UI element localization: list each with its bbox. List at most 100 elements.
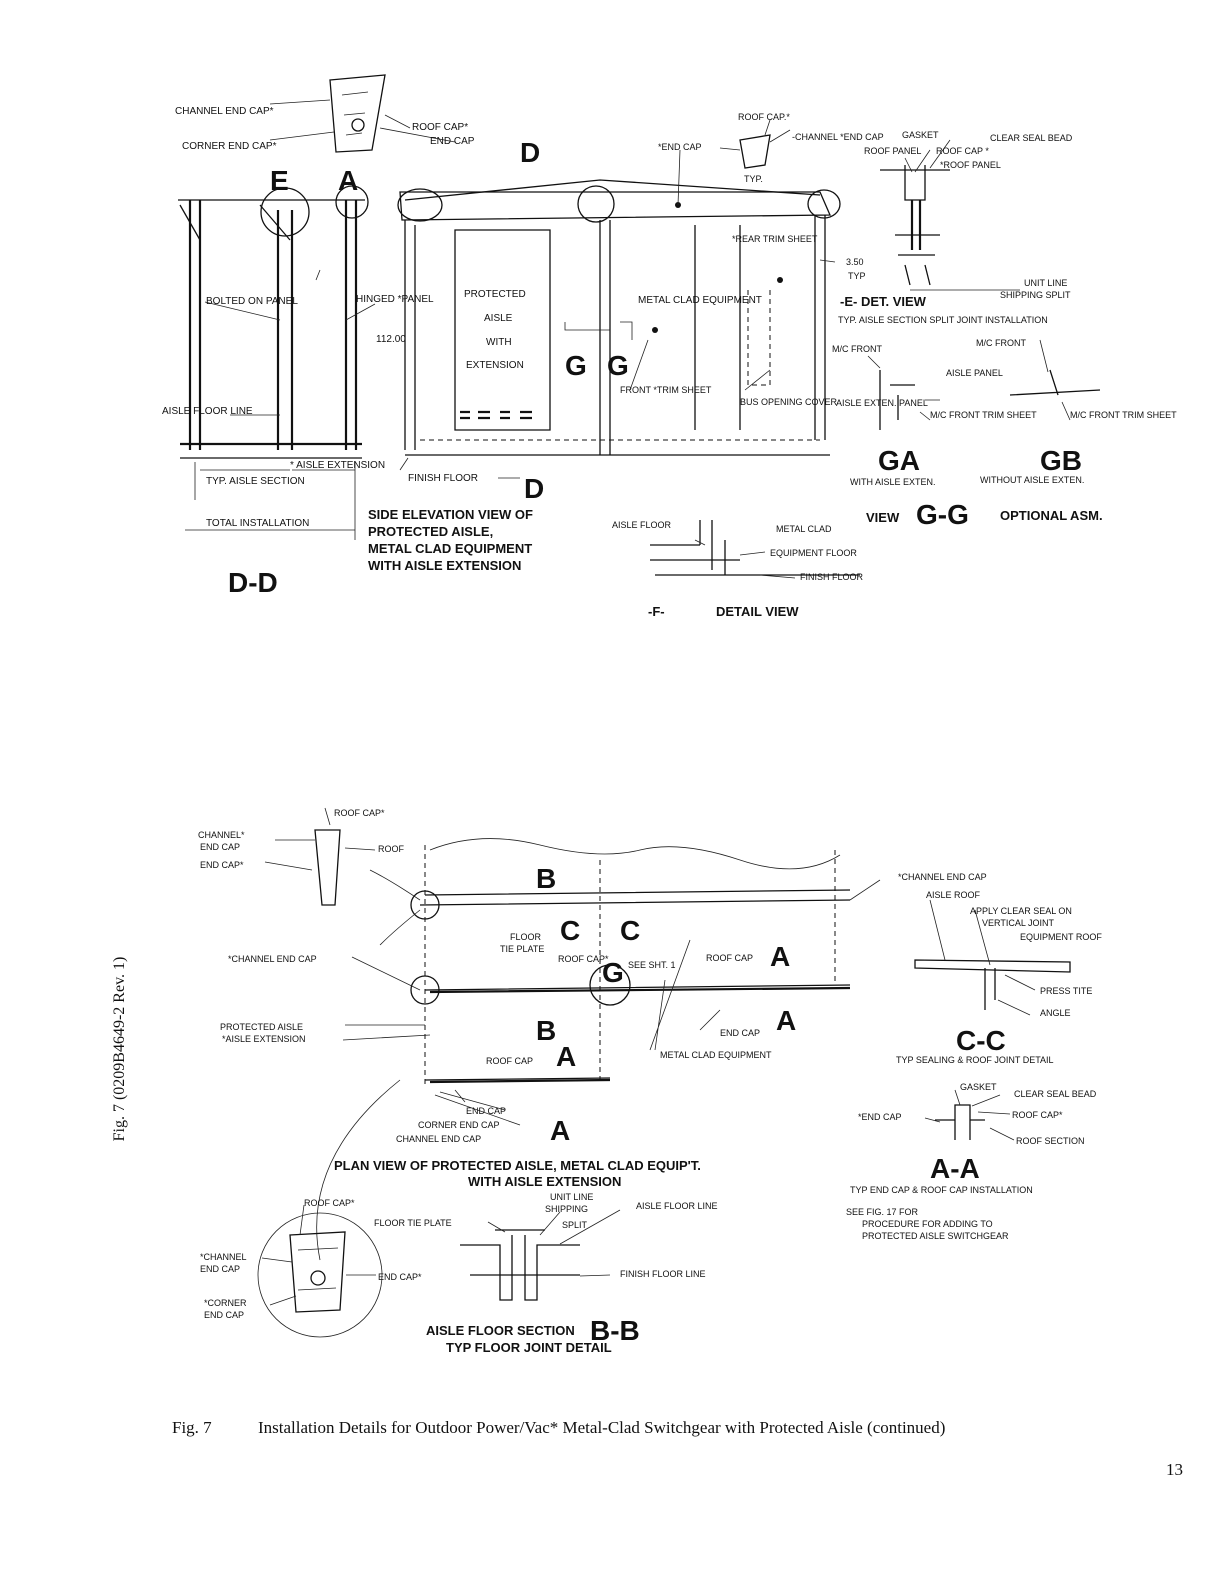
aa-title: A-A [930, 1153, 980, 1184]
roof-panel2-label: *ROOF PANEL [940, 160, 1001, 170]
bb-floor-tie-plate: FLOOR TIE PLATE [374, 1218, 452, 1228]
finish-floor-f-label: FINISH FLOOR [800, 572, 864, 582]
plan-protected-aisle: PROTECTED AISLE [220, 1022, 303, 1032]
aa-end-cap: *END CAP [858, 1112, 902, 1122]
aisle-extension-label: * AISLE EXTENSION [290, 460, 385, 471]
bolted-on-panel-label: BOLTED ON PANEL [206, 296, 298, 307]
bb-corner-2: END CAP [204, 1310, 244, 1320]
plan-marker-a-3: A [556, 1041, 576, 1072]
roof-cap-star-label: ROOF CAP * [936, 146, 989, 156]
front-trim-sheet-label: FRONT *TRIM SHEET [620, 385, 712, 395]
figure-caption-text: Installation Details for Outdoor Power/V… [258, 1418, 946, 1437]
cc-aisle-roof: AISLE ROOF [926, 890, 981, 900]
bb-channel-2: END CAP [200, 1264, 240, 1274]
aa-note-1: SEE FIG. 17 FOR [846, 1207, 919, 1217]
gb-label: GB [1040, 445, 1082, 476]
plan-see-sht: SEE SHT. 1 [628, 960, 676, 970]
with-ext-label: WITH AISLE EXTEN. [850, 477, 936, 487]
plan-marker-b-top: B [536, 863, 556, 894]
marker-a: A [338, 165, 358, 196]
ga-label: GA [878, 445, 920, 476]
aa-note-3: PROTECTED AISLE SWITCHGEAR [862, 1231, 1009, 1241]
end-cap-label: END CAP [430, 136, 475, 147]
det-e-subtitle: TYP. AISLE SECTION SPLIT JOINT INSTALLAT… [838, 315, 1048, 325]
cc-equipment-roof: EQUIPMENT ROOF [1020, 932, 1102, 942]
plan-channel-end-cap-2: END CAP [200, 842, 240, 852]
side-elevation: ROOF CAP.* *END CAP -CHANNEL *END CAP TY… [368, 112, 884, 573]
elev-typ-small: TYP. [744, 174, 763, 184]
bb-title: AISLE FLOOR SECTION [426, 1323, 575, 1338]
clear-seal-bead-label: CLEAR SEAL BEAD [990, 133, 1073, 143]
plan-end-cap-a: END CAP [720, 1028, 760, 1038]
dim-350: 3.50 [846, 257, 864, 267]
finish-floor-label: FINISH FLOOR [408, 473, 478, 484]
shipping-split-label: SHIPPING SPLIT [1000, 290, 1071, 300]
plan-marker-a-2: A [776, 1005, 796, 1036]
hinged-panel-label: HINGED *PANEL [356, 294, 434, 305]
aisle-panel-label: AISLE PANEL [946, 368, 1003, 378]
typ-aisle-section-label: TYP. AISLE SECTION [206, 476, 305, 487]
plan-corner-end-cap: CORNER END CAP [418, 1120, 500, 1130]
detail-gg: M/C FRONT M/C FRONT AISLE PANEL AISLE EX… [832, 338, 1177, 530]
elev-title-2: PROTECTED AISLE, [368, 524, 493, 539]
bb-subtitle: TYP FLOOR JOINT DETAIL [446, 1340, 612, 1355]
without-ext-label: WITHOUT AISLE EXTEN. [980, 475, 1084, 485]
marker-d-bottom: D [524, 473, 544, 504]
plan-channel-end-cap-b: CHANNEL END CAP [396, 1134, 481, 1144]
bb-split: SPLIT [562, 1220, 588, 1230]
cc-channel-end-cap: *CHANNEL END CAP [898, 872, 987, 882]
det-e-title: -E- DET. VIEW [840, 294, 927, 309]
protected-line-4: EXTENSION [466, 360, 524, 371]
plan-title-2: WITH AISLE EXTENSION [468, 1174, 621, 1189]
optional-asm-label: OPTIONAL ASM. [1000, 508, 1103, 523]
gg-label: G-G [916, 499, 969, 530]
plan-marker-b-bot: B [536, 1015, 556, 1046]
bb-roof-cap: ROOF CAP* [304, 1198, 355, 1208]
marker-d-top: D [520, 137, 540, 168]
cc-title: C-C [956, 1025, 1006, 1056]
detail-e: GASKET CLEAR SEAL BEAD ROOF PANEL ROOF C… [838, 130, 1073, 325]
plan-marker-a-4: A [550, 1115, 570, 1146]
elev-end-cap: *END CAP [658, 142, 702, 152]
plan-end-cap-b: END CAP [466, 1106, 506, 1116]
elev-roof-cap: ROOF CAP.* [738, 112, 790, 122]
aa-clear-seal-bead: CLEAR SEAL BEAD [1014, 1089, 1097, 1099]
aa-subtitle: TYP END CAP & ROOF CAP INSTALLATION [850, 1185, 1033, 1195]
plan-floor-tie-plate-2: TIE PLATE [500, 944, 544, 954]
bus-opening-cover-label: BUS OPENING COVER [740, 397, 838, 407]
channel-end-cap-label: CHANNEL END CAP* [175, 106, 274, 117]
plan-aisle-extension: *AISLE EXTENSION [222, 1034, 306, 1044]
roof-cap-label: ROOF CAP* [412, 122, 468, 133]
metal-clad-equipment-label: METAL CLAD EQUIPMENT [638, 295, 762, 306]
detail-cc: *CHANNEL END CAP AISLE ROOF APPLY CLEAR … [849, 872, 1102, 1065]
detail-aa: GASKET CLEAR SEAL BEAD *END CAP ROOF CAP… [846, 1082, 1097, 1241]
marker-g-1: G [565, 350, 587, 381]
page-number: 13 [1166, 1460, 1183, 1479]
f-marker: -F- [648, 604, 665, 619]
elev-title-1: SIDE ELEVATION VIEW OF [368, 507, 533, 522]
bb-unit-line: UNIT LINE [550, 1192, 593, 1202]
plan-roof-cap-a: ROOF CAP [706, 953, 753, 963]
total-installation-label: TOTAL INSTALLATION [206, 518, 309, 529]
plan-marker-c2: C [620, 915, 640, 946]
cc-vertical-joint: VERTICAL JOINT [982, 918, 1055, 928]
section-dd-title: D-D [228, 567, 278, 598]
marker-g-2: G [607, 350, 629, 381]
dim-112: 112.00 [376, 334, 406, 345]
aisle-floor-line-label: AISLE FLOOR LINE [162, 406, 253, 417]
equipment-floor-label: EQUIPMENT FLOOR [770, 548, 857, 558]
plan-end-cap: END CAP* [200, 860, 244, 870]
metal-clad-label: METAL CLAD [776, 524, 832, 534]
cc-angle: ANGLE [1040, 1008, 1071, 1018]
gasket-label: GASKET [902, 130, 939, 140]
aa-roof-section: ROOF SECTION [1016, 1136, 1085, 1146]
bb-corner-1: *CORNER [204, 1298, 247, 1308]
elev-title-3: METAL CLAD EQUIPMENT [368, 541, 532, 556]
cc-subtitle: TYP SEALING & ROOF JOINT DETAIL [896, 1055, 1054, 1065]
dim-typ: TYP [848, 271, 866, 281]
plan-roof-cap: ROOF CAP* [334, 808, 385, 818]
bb-aisle-floor-line: AISLE FLOOR LINE [636, 1201, 718, 1211]
plan-channel-end-cap-star: *CHANNEL END CAP [228, 954, 317, 964]
aisle-floor-label: AISLE FLOOR [612, 520, 672, 530]
